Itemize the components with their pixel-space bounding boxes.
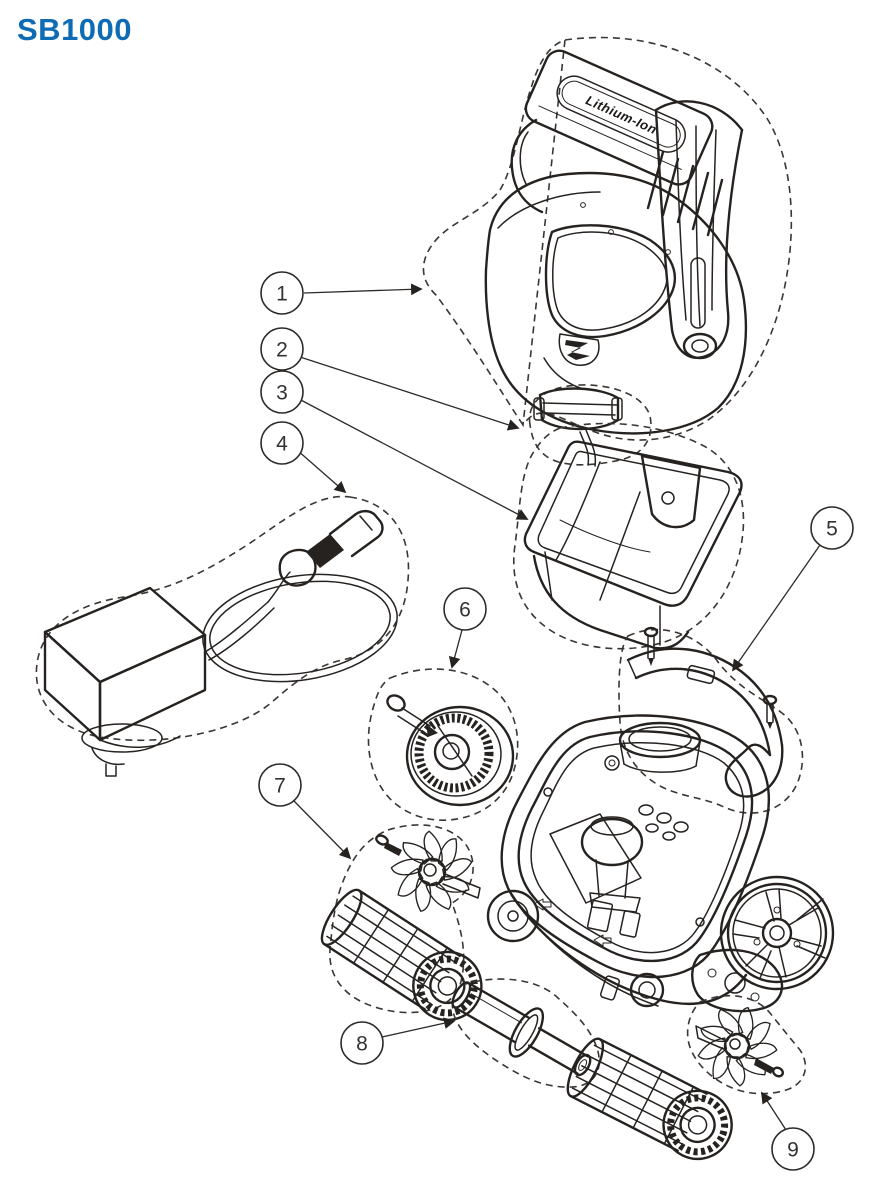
part-boundary-8 bbox=[451, 978, 600, 1088]
page-title: SB1000 bbox=[17, 12, 133, 47]
callout-9: 9 bbox=[771, 1127, 815, 1171]
flap-screw-1 bbox=[643, 626, 659, 666]
part-3-filter-basket bbox=[523, 440, 743, 650]
leader-line-4 bbox=[296, 449, 347, 494]
callout-6: 6 bbox=[443, 587, 487, 631]
pump-motor bbox=[580, 804, 689, 913]
callout-9-circle bbox=[771, 1127, 815, 1171]
flap-screw-2 bbox=[762, 694, 778, 729]
interior-panel bbox=[549, 813, 642, 904]
part-boundary-3 bbox=[512, 422, 745, 650]
part-boundary-4 bbox=[35, 495, 410, 742]
callout-9-number: 9 bbox=[787, 1139, 799, 1162]
power-brick bbox=[43, 586, 207, 777]
callouts: 1 2 3 4 5 6 7 bbox=[258, 271, 854, 1171]
impeller-screw bbox=[754, 1058, 784, 1078]
leader-line-7 bbox=[292, 799, 352, 860]
handle-fork bbox=[654, 100, 744, 360]
main-chassis bbox=[486, 714, 835, 1013]
callout-8: 8 bbox=[340, 1021, 384, 1065]
callout-8-number: 8 bbox=[356, 1033, 368, 1056]
direction-arrow-icon bbox=[533, 898, 552, 911]
leader-line-5 bbox=[731, 544, 821, 672]
impeller-screw bbox=[375, 834, 402, 856]
part-8-roller-shaft bbox=[451, 981, 592, 1077]
axle-plate bbox=[691, 948, 784, 1013]
callout-7: 7 bbox=[258, 763, 302, 807]
part-2-latch bbox=[533, 387, 623, 467]
direction-arrow-icon bbox=[593, 934, 612, 947]
callout-5-circle bbox=[810, 506, 854, 550]
callout-7-number: 7 bbox=[274, 775, 286, 798]
part-1-top-housing: Lithium-Ion bbox=[484, 49, 748, 435]
callout-5-number: 5 bbox=[826, 518, 838, 541]
part-boundary-6 bbox=[367, 668, 519, 821]
part-4-power-supply bbox=[43, 509, 398, 777]
battery-pack: Lithium-Ion bbox=[524, 49, 714, 186]
intake-funnel bbox=[618, 721, 702, 773]
callout-3: 3 bbox=[260, 370, 304, 414]
callout-1-number: 1 bbox=[276, 283, 288, 306]
front-wheel bbox=[629, 972, 665, 1008]
callout-1-circle bbox=[260, 271, 304, 315]
part-boundary-1 bbox=[422, 36, 793, 441]
housing-shell bbox=[484, 171, 748, 435]
handle-left-ear bbox=[510, 118, 544, 214]
callout-2-circle bbox=[260, 327, 304, 371]
callout-3-number: 3 bbox=[276, 382, 288, 405]
callout-6-number: 6 bbox=[459, 599, 471, 622]
brand-badge-icon bbox=[558, 333, 600, 366]
callout-5: 5 bbox=[810, 506, 854, 550]
leader-line-3 bbox=[296, 397, 529, 520]
callout-1: 1 bbox=[260, 271, 304, 315]
part-9-impeller bbox=[695, 1005, 784, 1088]
callout-2: 2 bbox=[260, 327, 304, 371]
callout-2-number: 2 bbox=[276, 339, 288, 362]
callout-3-circle bbox=[260, 370, 304, 414]
battery-vent-fins bbox=[646, 150, 724, 237]
leader-line-6 bbox=[448, 629, 463, 669]
power-cord bbox=[202, 509, 398, 683]
callout-7-circle bbox=[258, 763, 302, 807]
part-boundary-9 bbox=[686, 994, 807, 1095]
part-6-drive-gear bbox=[386, 694, 515, 807]
leader-lines bbox=[292, 283, 821, 1131]
leader-line-2 bbox=[296, 355, 520, 431]
part-5-rear-flap bbox=[626, 626, 784, 798]
callout-8-circle bbox=[340, 1021, 384, 1065]
part-7-brush-roller bbox=[320, 888, 483, 1022]
leader-line-9 bbox=[761, 1091, 787, 1131]
callout-6-circle bbox=[443, 587, 487, 631]
part-boundary-2 bbox=[528, 384, 652, 466]
brush-roller-2 bbox=[566, 1037, 733, 1161]
part-boundary-5 bbox=[618, 628, 804, 814]
callout-4-number: 4 bbox=[276, 433, 288, 456]
handle-left-ear-inner bbox=[519, 131, 529, 185]
callout-4: 4 bbox=[260, 421, 304, 465]
leader-line-8 bbox=[381, 1017, 456, 1038]
part-7-impeller bbox=[375, 830, 481, 914]
gear-pin bbox=[386, 694, 438, 737]
leader-line-1 bbox=[303, 283, 423, 296]
latch-receiver bbox=[543, 357, 581, 389]
callout-4-circle bbox=[260, 421, 304, 465]
